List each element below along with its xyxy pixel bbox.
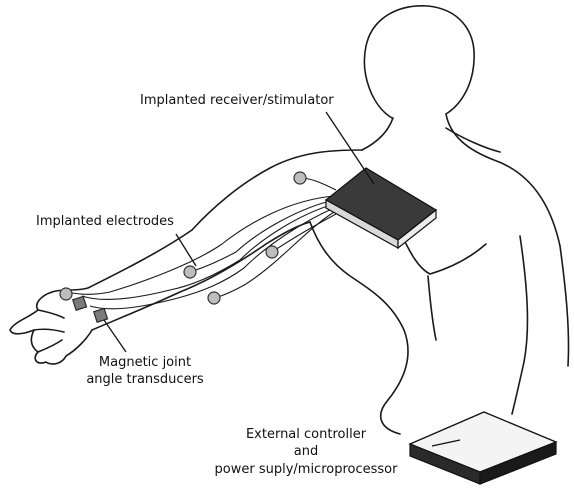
electrode	[184, 266, 196, 278]
waist-right-outline	[512, 362, 524, 414]
hand-fingers-detail	[34, 310, 64, 352]
electrodes-label: Implanted electrodes	[36, 214, 174, 230]
electrodes-leader-line	[176, 234, 196, 266]
transducers-leader-line	[104, 320, 126, 352]
transducers-label-line2: angle transducers	[70, 372, 220, 388]
electrode	[294, 172, 306, 184]
chest-line	[402, 236, 486, 274]
electrode	[208, 292, 220, 304]
neck-left-outline	[362, 118, 393, 150]
right-torso-outline	[520, 236, 527, 362]
receiver-label: Implanted receiver/stimulator	[140, 93, 334, 109]
neck-right-shoulder-outline	[446, 114, 560, 246]
external-controller-device	[410, 412, 556, 484]
right-arm-outline	[560, 246, 569, 366]
joint-angle-transducers	[73, 296, 108, 322]
left-torso-outline	[310, 222, 408, 400]
sternum-line	[428, 276, 436, 340]
transducers-label-line1: Magnetic joint	[70, 355, 220, 371]
electrode	[60, 288, 72, 300]
controller-label-line3: power suply/microprocessor	[196, 462, 416, 478]
controller-label-line1: External controller	[196, 427, 416, 443]
upper-arm-top-outline	[192, 150, 362, 230]
controller-label-line2: and	[196, 444, 416, 460]
transducer	[73, 296, 87, 310]
transducer	[94, 308, 108, 322]
head-outline	[364, 6, 474, 118]
electrode-leads	[68, 178, 336, 309]
forearm-top-outline	[52, 230, 192, 292]
electrode	[266, 246, 278, 258]
implanted-receiver-device	[326, 168, 436, 248]
lead-wire	[272, 214, 336, 252]
